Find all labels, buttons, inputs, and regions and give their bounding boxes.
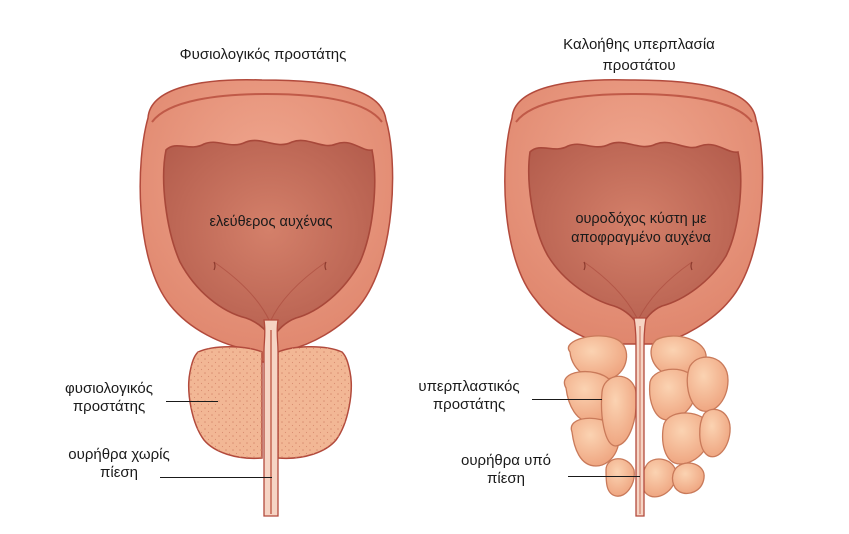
hyperplastic-lobes — [563, 335, 731, 498]
compressed-urethra-label: ουρήθρα υπό πίεση — [444, 452, 568, 488]
normal-prostate-line-2: προστάτης — [72, 398, 146, 415]
bph-title-line-2: προστάτου — [602, 57, 676, 74]
normal-prostate-line-1: φυσιολογικός — [65, 380, 153, 397]
obstructed-bladder-label: ουροδόχος κύστη με αποφραγμένο αυχένα — [548, 210, 734, 248]
compressed-urethra-leader — [568, 476, 640, 477]
normal-prostate-illustration — [139, 79, 394, 517]
bph-title: Καλοήθης υπερπλασία προστάτου — [504, 34, 774, 76]
prostate-left-lobe-texture — [188, 346, 262, 459]
normal-title: Φυσιολογικός προστάτης — [179, 46, 347, 63]
uncompressed-urethra-leader — [160, 477, 272, 478]
enlarged-prostate-illustration — [504, 79, 764, 517]
prostate-right-lobe-texture — [278, 346, 352, 459]
ureteral-openings — [213, 261, 693, 271]
bladder-cavity — [528, 141, 742, 330]
compressed-urethra-line-2: πίεση — [487, 470, 525, 487]
hyperplastic-prostate-label: υπερπλαστικός προστάτης — [404, 378, 534, 414]
obstructed-bladder-line-2: αποφραγμένο αυχένα — [571, 230, 711, 246]
hyperplastic-prostate-line-1: υπερπλαστικός — [418, 378, 520, 395]
hyperplastic-prostate-line-2: προστάτης — [432, 396, 506, 413]
obstructed-bladder-line-1: ουροδόχος κύστη με — [575, 211, 707, 227]
uncompressed-urethra-line-1: ουρήθρα χωρίς — [68, 446, 170, 463]
bladder-cavity — [162, 139, 376, 340]
hyperplastic-prostate-leader — [532, 399, 602, 400]
bph-title-line-1: Καλοήθης υπερπλασία — [563, 36, 715, 53]
uncompressed-urethra-line-2: πίεση — [100, 464, 138, 481]
bladder-rim — [515, 92, 753, 123]
compressed-urethra-line-1: ουρήθρα υπό — [460, 452, 552, 469]
free-neck-label: ελεύθερος αυχένας — [209, 214, 333, 230]
bladder-rim — [151, 92, 383, 123]
uncompressed-urethra-label: ουρήθρα χωρίς πίεση — [44, 446, 194, 482]
normal-prostate-label: φυσιολογικός προστάτης — [44, 380, 174, 416]
normal-prostate-leader — [166, 401, 218, 402]
